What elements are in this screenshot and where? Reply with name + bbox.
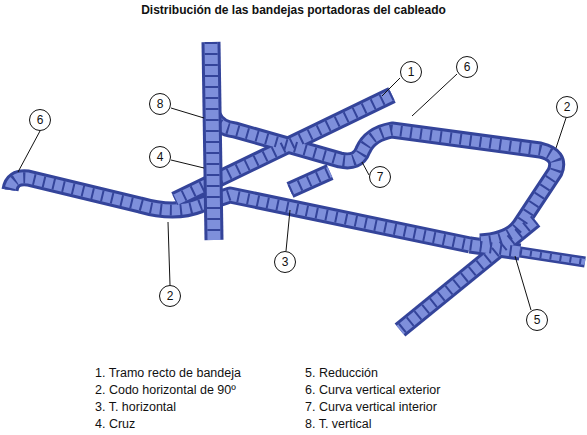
callout-circle: 3	[274, 251, 296, 273]
legend-item: 1. Tramo recto de bandeja	[95, 366, 241, 380]
callout-number: 7	[377, 170, 384, 184]
diagram-title: Distribución de las bandejas portadoras …	[0, 3, 587, 17]
callout-number: 3	[282, 255, 289, 269]
callout-number: 4	[157, 150, 164, 164]
callout-number: 1	[408, 65, 415, 79]
leader-lines	[18, 74, 566, 310]
callout-number: 2	[564, 100, 571, 114]
legend-item: 3. T. horizontal	[95, 400, 176, 414]
callout-circle: 5	[526, 309, 548, 331]
legend-item: 4. Cruz	[95, 417, 135, 431]
legend-item: 2. Codo horizontal de 90º	[95, 383, 236, 397]
callout-circle: 6	[456, 56, 478, 78]
callout-number: 8	[157, 97, 164, 111]
legend-item: 5. Reducción	[305, 366, 378, 380]
legend-item: 8. T. vertical	[305, 417, 371, 431]
callout-number: 6	[37, 113, 44, 127]
callout-circle: 1	[400, 61, 422, 83]
callout-circle: 2	[556, 96, 578, 118]
callout-number: 6	[464, 60, 471, 74]
legend-item: 6. Curva vertical exterior	[305, 383, 440, 397]
callout-circle: 2	[159, 285, 181, 307]
callout-circle: 8	[149, 93, 171, 115]
callout-number: 2	[167, 289, 174, 303]
callout-circle: 7	[369, 166, 391, 188]
callout-circle: 6	[29, 109, 51, 131]
callout-circle: 4	[149, 146, 171, 168]
callout-number: 5	[534, 313, 541, 327]
legend-item: 7. Curva vertical interior	[305, 400, 437, 414]
